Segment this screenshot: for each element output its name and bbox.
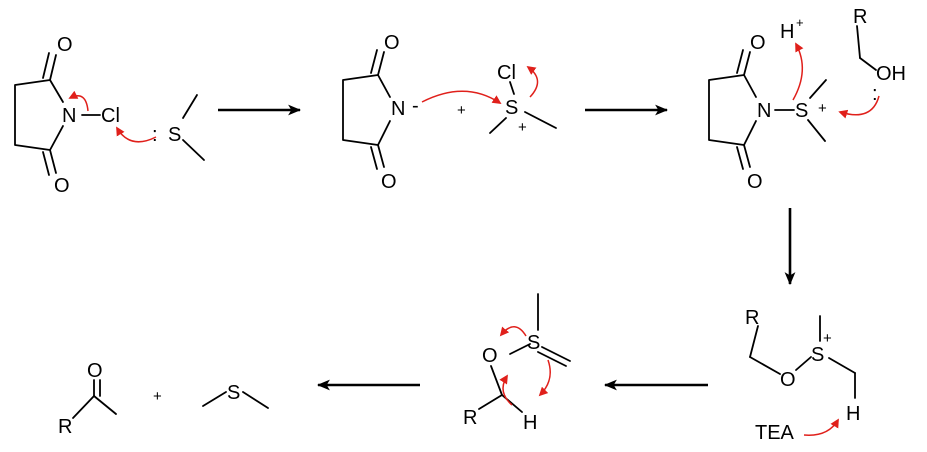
alcohol-lone-pair: : — [872, 83, 878, 105]
int-s: S — [795, 100, 808, 122]
ylide-o: O — [482, 345, 498, 367]
alkoxysulfonium: R O S + H — [745, 307, 860, 425]
int-o-top: O — [750, 32, 766, 54]
sulfur-ylide: S O R H — [463, 293, 571, 434]
plus-sign-1: + — [457, 102, 466, 119]
succinimide-anion: O O N - — [342, 32, 419, 193]
anion-o-bottom: O — [381, 171, 397, 193]
ncs-n: N — [62, 105, 76, 127]
chlorosulfonium: Cl S + — [489, 62, 557, 136]
ncs-cl: Cl — [101, 105, 120, 127]
dms-product-s: S — [227, 382, 240, 404]
curly-arrow-ylide-to-h — [538, 359, 551, 397]
ylide-r: R — [463, 407, 477, 429]
dms-product: S — [202, 382, 269, 409]
alk-s: S — [811, 344, 824, 366]
curly-arrow-scl-bond — [526, 65, 539, 98]
curly-arrow-ch-bond — [499, 374, 513, 406]
anion-o-top: O — [384, 32, 400, 54]
ylide-s: S — [527, 332, 540, 354]
alcohol-oh: OH — [876, 63, 906, 85]
alcohol: R OH : — [853, 6, 906, 105]
curly-arrow-os-bond — [499, 326, 527, 337]
aldehyde-o: O — [87, 360, 103, 382]
proton-h: H — [780, 21, 794, 43]
tea-label: TEA — [755, 422, 795, 444]
dms-lone-pair: : — [152, 124, 158, 146]
ncs-o-bottom: O — [54, 175, 70, 197]
ylide-h: H — [523, 412, 537, 434]
int-n: N — [757, 100, 771, 122]
alk-o: O — [780, 369, 796, 391]
proton-plus: + — [796, 15, 804, 30]
curly-arrow-to-proton — [792, 42, 804, 101]
succinimidosulfonium: O O N S + — [708, 32, 827, 193]
alk-r: R — [745, 307, 759, 329]
aldehyde-product: O R — [58, 360, 117, 438]
sulfonium-plus: + — [518, 119, 527, 136]
ncs-o-top: O — [57, 34, 73, 56]
aldehyde-r: R — [58, 416, 72, 438]
sulfonium-s: S — [505, 97, 518, 119]
int-s-plus: + — [818, 100, 827, 117]
curly-arrow-tea-to-h — [803, 418, 839, 436]
curly-arrow-ncl-bond — [68, 90, 89, 112]
dms-s: S — [168, 124, 181, 146]
alcohol-r: R — [853, 6, 867, 28]
anion-minus: - — [412, 95, 419, 117]
plus-sign-2: + — [153, 388, 162, 405]
alk-s-plus: + — [823, 330, 832, 347]
proton: H + — [780, 15, 804, 43]
curly-arrow-s-to-cl — [116, 126, 157, 143]
curly-arrow-n-to-s — [421, 90, 502, 104]
anion-n: N — [391, 98, 405, 120]
alk-h: H — [846, 403, 860, 425]
ncs-molecule: O O N Cl — [14, 34, 120, 197]
curly-arrow-o-to-s — [838, 95, 880, 119]
sulfonium-cl: Cl — [497, 62, 516, 84]
int-o-bottom: O — [747, 171, 763, 193]
dms-reactant: S : — [152, 94, 205, 161]
